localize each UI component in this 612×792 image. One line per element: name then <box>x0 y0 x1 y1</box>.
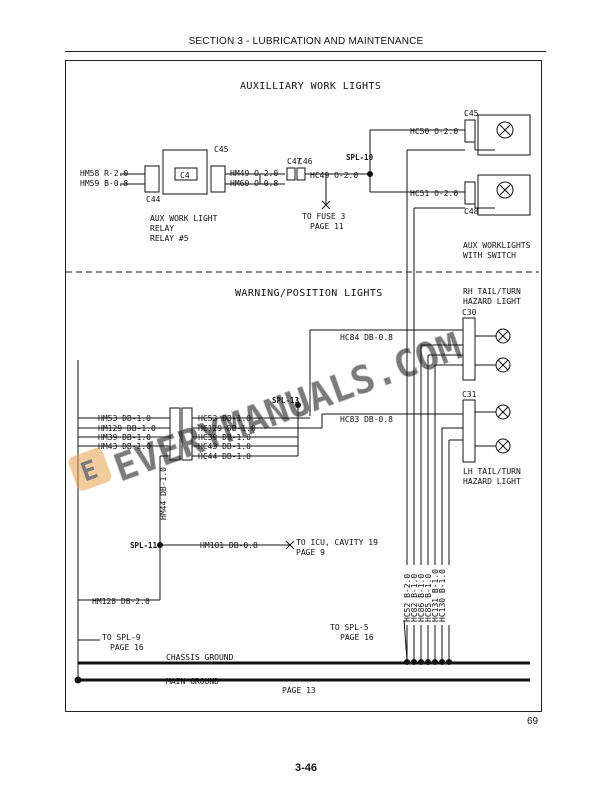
relay-label-2: RELAY <box>150 224 174 233</box>
spl9-label-2: PAGE 16 <box>110 643 144 652</box>
label-hm49: HM49 O-2.0 <box>230 169 278 178</box>
relay-connector-c44 <box>144 165 160 193</box>
label-hc51: HC51 O-2.0 <box>410 189 458 198</box>
relay-label-1: AUX WORK LIGHT <box>150 214 218 223</box>
watermark-text: EVERYMANUALS.COM <box>108 324 467 491</box>
label-hc50: HC50 O-2.0 <box>410 127 458 136</box>
icu-label-2: PAGE 9 <box>296 548 325 557</box>
label-hc84: HC84 DB-0.8 <box>340 333 393 342</box>
label-hm39: HM39 DB-1.0 <box>98 433 151 442</box>
label-spl10: SPL-10 <box>346 153 374 162</box>
label-hc129: HC129 DB-1.0 <box>198 424 256 433</box>
page-header-title: SECTION 3 - LUBRICATION AND MAINTENANCE <box>188 36 424 47</box>
label-hm128: HM128 DB-2.0 <box>92 597 150 606</box>
title-warning-position-lights: WARNING/POSITION LIGHTS <box>235 288 383 299</box>
label-c31: C31 <box>462 390 477 399</box>
label-chassis-ground: CHASSIS GROUND <box>166 653 234 662</box>
label-c30: C30 <box>462 308 477 317</box>
connector-c31 <box>462 399 476 463</box>
relay-label-3: RELAY #5 <box>150 234 189 243</box>
vertical-wire-label: HC130 B-1.0 <box>438 569 447 622</box>
label-hm101: HM101 DB-0.8 <box>200 541 258 550</box>
label-c45: C45 <box>214 145 229 154</box>
rh-label-1: RH TAIL/TURN <box>463 287 521 296</box>
vertical-wire-label: HC52 B-2.0 <box>403 574 412 622</box>
label-hc83: HC83 DB-0.8 <box>340 415 393 424</box>
label-hm44: HM44 DB-1.0 <box>159 467 168 520</box>
label-c47: C47 <box>287 157 302 166</box>
connector-c48-worklight <box>464 181 476 205</box>
worklights-label-2: WITH SWITCH <box>463 251 516 260</box>
splice-spl10 <box>367 171 373 177</box>
splice-spl13 <box>295 402 301 408</box>
rh-label-2: HAZARD LIGHT <box>463 297 521 306</box>
icu-label-1: TO ICU, CAVITY 19 <box>296 538 378 547</box>
lh-label-2: HAZARD LIGHT <box>463 477 521 486</box>
label-main-ground: MAIN GROUND <box>166 677 219 686</box>
junction-main-ground <box>74 676 82 684</box>
label-hm59: HM59 B-0.8 <box>80 179 128 188</box>
title-aux-work-lights: AUXILLIARY WORK LIGHTS <box>240 81 381 92</box>
diagram-frame <box>65 60 542 712</box>
page-reference-number: 69 <box>527 716 539 727</box>
label-hc53: HC53 DB-1.0 <box>198 414 251 423</box>
label-hc44: HC44 DB-1.0 <box>198 452 251 461</box>
label-hm43: HM43 DB-1.0 <box>98 442 151 451</box>
fuse-label-2: PAGE 11 <box>310 222 344 231</box>
spl5-label-2: PAGE 16 <box>340 633 374 642</box>
connector-c28 <box>181 407 193 461</box>
vertical-wire-label: HC86 B-1.0 <box>417 574 426 622</box>
page-number: 3-46 <box>294 762 318 774</box>
connector-c46 <box>296 167 306 181</box>
label-hm129: HM129 DB-1.0 <box>98 424 156 433</box>
label-hm53: HM53 DB-1.0 <box>98 414 151 423</box>
vertical-wire-label: HC131 B-1.0 <box>431 569 440 622</box>
spl9-label-1: TO SPL-9 <box>102 633 141 642</box>
worklights-label-1: AUX WORKLIGHTS <box>463 241 531 250</box>
connector-c45-worklight <box>464 119 476 143</box>
label-page13: PAGE 13 <box>282 686 316 695</box>
lh-label-1: LH TAIL/TURN <box>463 467 521 476</box>
label-spl11: SPL-11 <box>130 541 158 550</box>
label-c46: C46 <box>298 157 313 166</box>
worklight-rh <box>477 114 531 156</box>
vertical-wire-label: HC82 B-1.0 <box>410 574 419 622</box>
splice-spl11 <box>157 542 163 548</box>
label-hc49: HC49 O-2.0 <box>310 171 358 180</box>
label-hm58: HM58 R-2.0 <box>80 169 128 178</box>
connector-c27 <box>169 407 181 461</box>
relay-connector-c45 <box>210 165 226 193</box>
label-spl13: SPL-13 <box>272 396 300 405</box>
label-hc43: HC43 DB-1.0 <box>198 442 251 451</box>
spl5-label-1: TO SPL-5 <box>330 623 369 632</box>
watermark-badge <box>68 447 112 491</box>
label-c48: C48 <box>464 207 479 216</box>
vertical-wire-label: HC85 B-1.0 <box>424 574 433 622</box>
connector-c30 <box>462 317 476 381</box>
worklight-lh <box>477 174 531 216</box>
label-worklight-c45: C45 <box>464 109 479 118</box>
fuse-label-1: TO FUSE 3 <box>302 212 346 221</box>
aux-work-light-relay <box>162 149 208 195</box>
connector-c47 <box>286 167 296 181</box>
label-c4: C4 <box>180 171 190 180</box>
label-c44: C44 <box>146 195 161 204</box>
label-hm60: HM60 O-0.8 <box>230 179 278 188</box>
header-rule <box>65 51 546 52</box>
label-hc39: HC39 DB-1.0 <box>198 433 251 442</box>
